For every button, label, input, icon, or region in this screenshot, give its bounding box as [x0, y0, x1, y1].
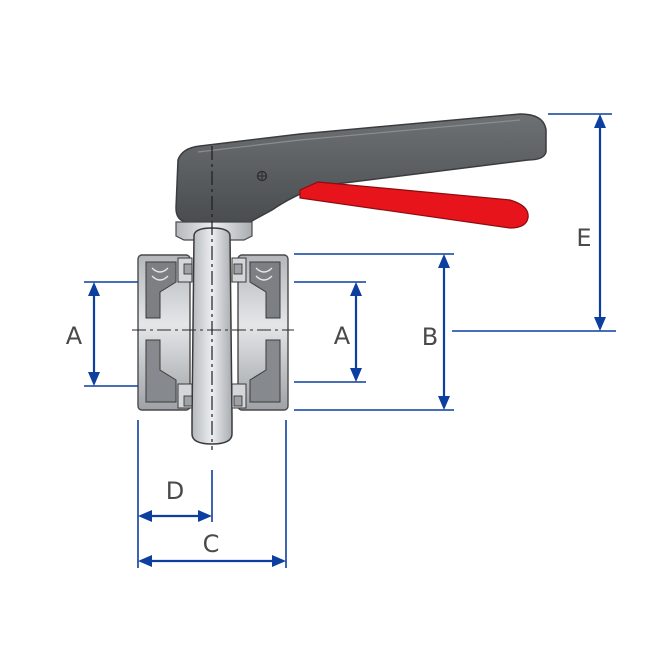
dimension-lines — [84, 113, 616, 568]
label-d: D — [166, 477, 184, 505]
valve-disc-stem — [191, 227, 233, 445]
right-seal-recess — [249, 261, 281, 319]
left-seal-recess — [145, 261, 177, 319]
valve-body — [132, 227, 294, 445]
label-e: E — [576, 224, 591, 252]
bolt-bottom-right — [233, 395, 243, 407]
handle-highlight — [197, 119, 521, 153]
label-a-left: A — [66, 322, 83, 350]
bolt-bottom-left — [183, 395, 193, 407]
label-a-right: A — [334, 322, 351, 350]
label-c: C — [203, 530, 220, 558]
bolt-top-left — [183, 263, 193, 275]
bolt-top-right — [233, 263, 243, 275]
handle-trigger-red — [299, 181, 529, 229]
label-b: B — [422, 323, 438, 351]
